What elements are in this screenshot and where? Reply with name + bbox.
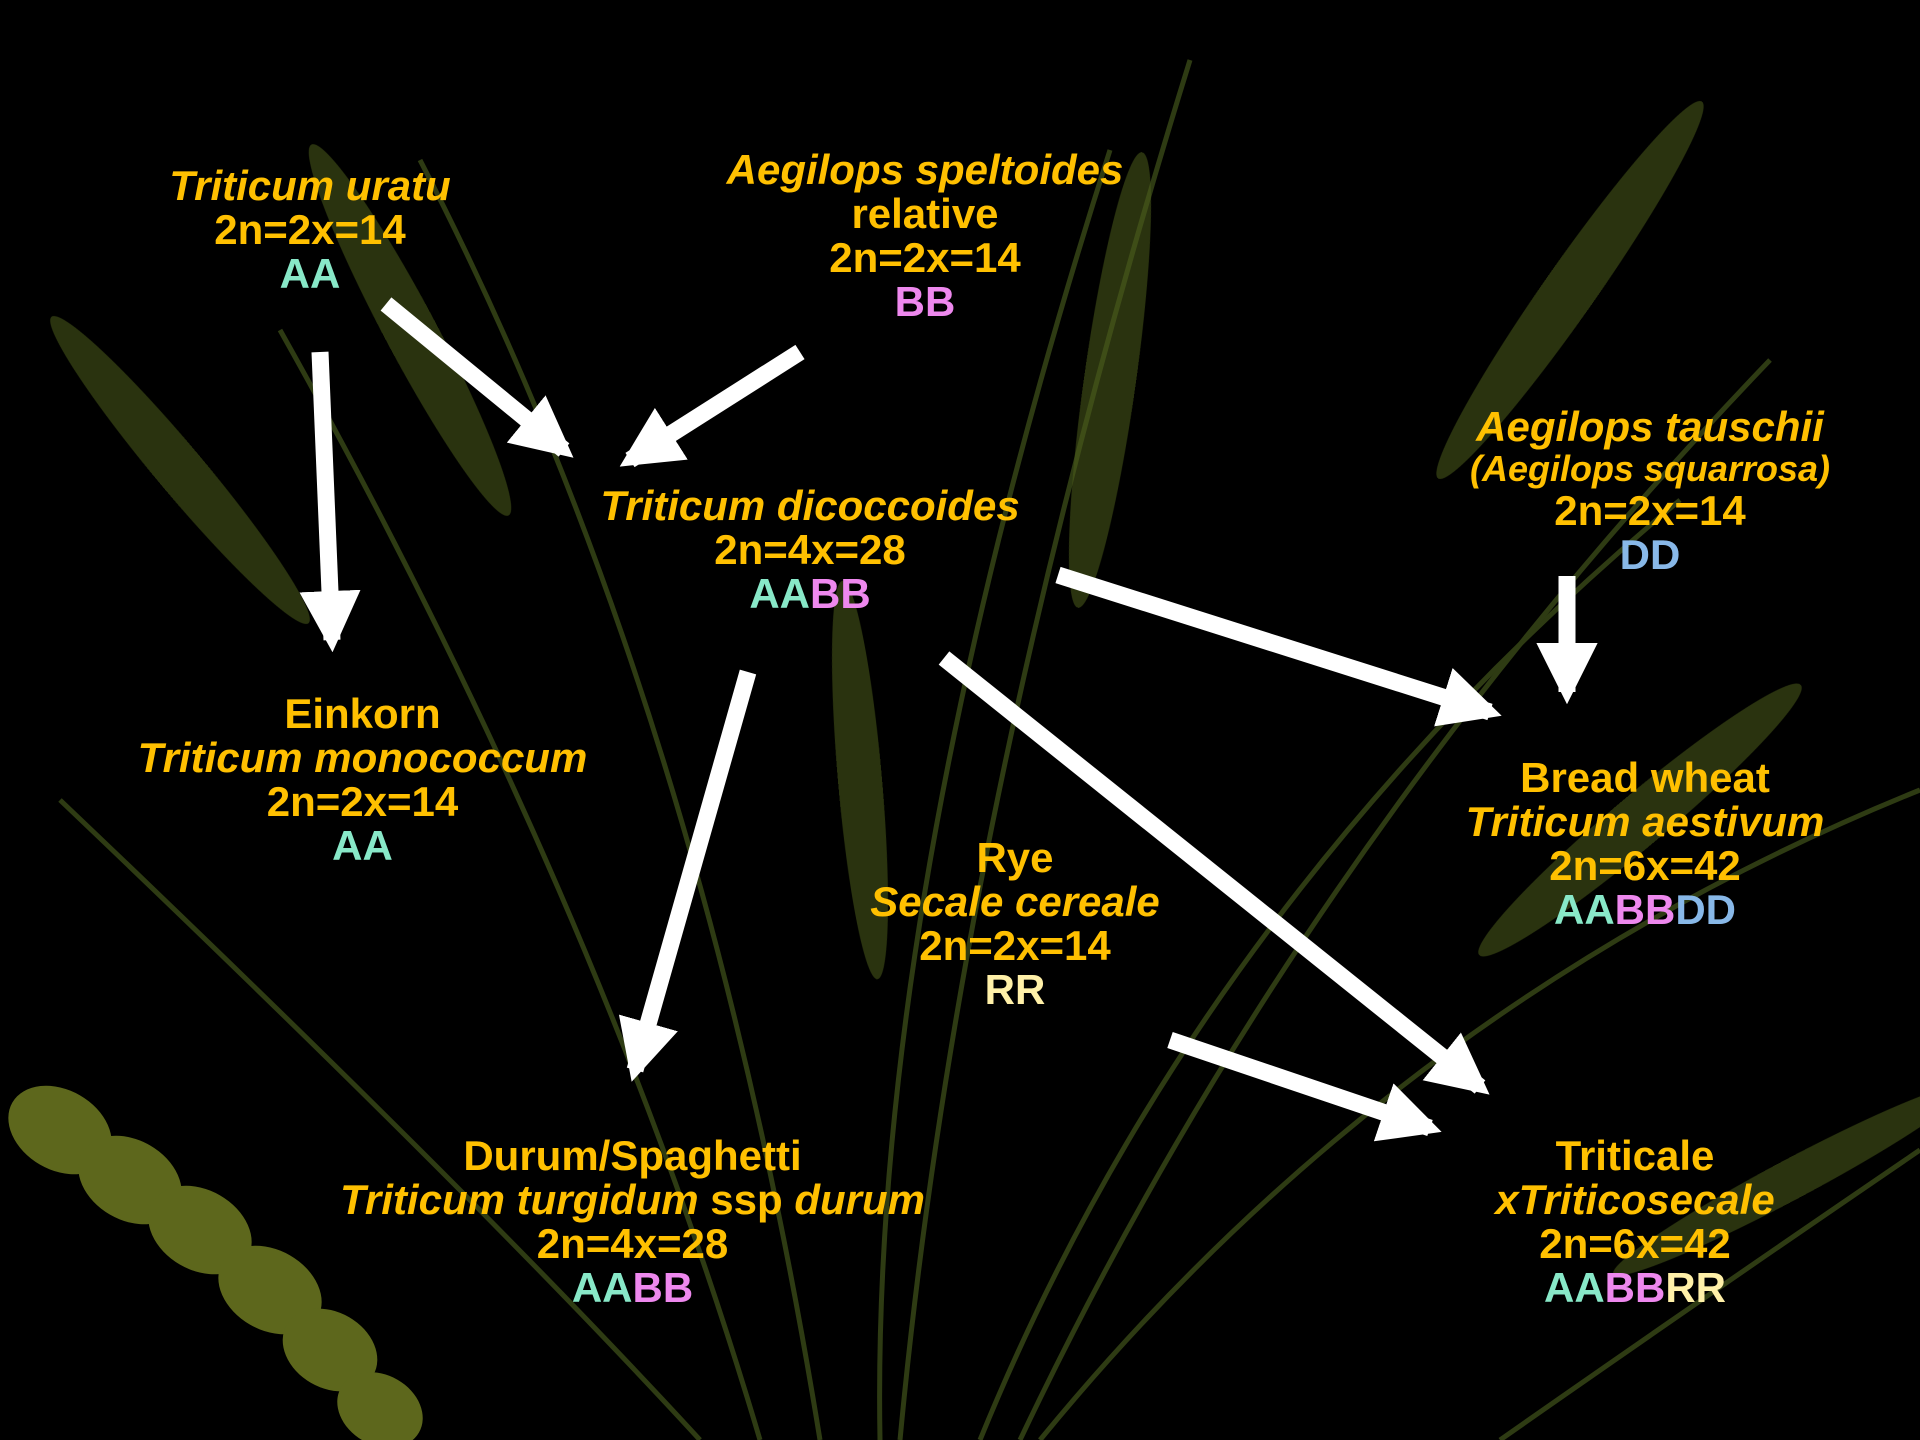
genome-b: BB (1615, 886, 1676, 933)
genome-label: AABBDD (1430, 888, 1860, 932)
node-triticum-urartu: Triticum uratu 2n=2x=14 AA (110, 164, 510, 296)
arrow-speltoides-to-dicoccoides (630, 352, 800, 460)
genome-r: RR (1665, 1264, 1726, 1311)
species-subspecies: durum (794, 1176, 925, 1223)
genome-a: AA (1554, 886, 1615, 933)
species-genus: Triticum turgidum (340, 1176, 699, 1223)
genome-a: AA (749, 570, 810, 617)
genome-label: BB (675, 280, 1175, 324)
node-bread-wheat: Bread wheat Triticum aestivum 2n=6x=42 A… (1430, 756, 1860, 932)
node-aegilops-tauschii: Aegilops tauschii (Aegilops squarrosa) 2… (1410, 405, 1890, 577)
common-name-label: Bread wheat (1430, 756, 1860, 800)
genome-d: DD (1620, 531, 1681, 578)
ploidy-label: 2n=4x=28 (290, 1222, 975, 1266)
arrow-dicoccoides-to-durum (635, 672, 748, 1070)
species-label: Triticum dicoccoides (540, 484, 1080, 528)
ploidy-label: 2n=2x=14 (1410, 489, 1890, 533)
genome-label: DD (1410, 533, 1890, 577)
node-einkorn: Einkorn Triticum monococcum 2n=2x=14 AA (90, 692, 635, 868)
arrow-dicoccoides-to-bread (1058, 575, 1490, 712)
ploidy-label: 2n=4x=28 (540, 528, 1080, 572)
ploidy-label: 2n=2x=14 (820, 924, 1210, 968)
arrow-urartu-to-einkorn (320, 352, 332, 640)
species-label: Triticum aestivum (1430, 800, 1860, 844)
genome-a: AA (572, 1264, 633, 1311)
genome-label: AA (110, 252, 510, 296)
genome-label: RR (820, 968, 1210, 1012)
common-name-label: Einkorn (90, 692, 635, 736)
species-label: Secale cereale (820, 880, 1210, 924)
genome-b: BB (895, 278, 956, 325)
common-name-label: Durum/Spaghetti (290, 1134, 975, 1178)
species-label: xTriticosecale (1430, 1178, 1840, 1222)
genome-label: AABB (540, 572, 1080, 616)
synonym-label: (Aegilops squarrosa) (1410, 449, 1890, 489)
genome-label: AABBRR (1430, 1266, 1840, 1310)
species-label: Aegilops speltoides (675, 148, 1175, 192)
note-label: relative (675, 192, 1175, 236)
genome-b: BB (1605, 1264, 1666, 1311)
genome-b: BB (810, 570, 871, 617)
species-label: Aegilops tauschii (1410, 405, 1890, 449)
ploidy-label: 2n=6x=42 (1430, 1222, 1840, 1266)
node-aegilops-speltoides: Aegilops speltoides relative 2n=2x=14 BB (675, 148, 1175, 324)
node-triticum-dicoccoides: Triticum dicoccoides 2n=4x=28 AABB (540, 484, 1080, 616)
ploidy-label: 2n=2x=14 (110, 208, 510, 252)
common-name-label: Rye (820, 836, 1210, 880)
genome-a: AA (332, 822, 393, 869)
genome-a: AA (1544, 1264, 1605, 1311)
ploidy-label: 2n=2x=14 (90, 780, 635, 824)
genome-label: AABB (290, 1266, 975, 1310)
common-name-label: Triticale (1430, 1134, 1840, 1178)
species-ssp: ssp (699, 1176, 795, 1223)
arrow-urartu-to-dicoccoides (386, 304, 564, 450)
node-rye: Rye Secale cereale 2n=2x=14 RR (820, 836, 1210, 1012)
genome-label: AA (90, 824, 635, 868)
genome-a: AA (280, 250, 341, 297)
ploidy-label: 2n=2x=14 (675, 236, 1175, 280)
genome-b: BB (633, 1264, 694, 1311)
node-durum: Durum/Spaghetti Triticum turgidum ssp du… (290, 1134, 975, 1310)
arrow-rye-to-triticale (1170, 1040, 1430, 1128)
species-label: Triticum monococcum (90, 736, 635, 780)
species-label: Triticum turgidum ssp durum (290, 1178, 975, 1222)
ploidy-label: 2n=6x=42 (1430, 844, 1860, 888)
species-label: Triticum uratu (110, 164, 510, 208)
node-triticale: Triticale xTriticosecale 2n=6x=42 AABBRR (1430, 1134, 1840, 1310)
genome-r: RR (985, 966, 1046, 1013)
genome-d: DD (1675, 886, 1736, 933)
